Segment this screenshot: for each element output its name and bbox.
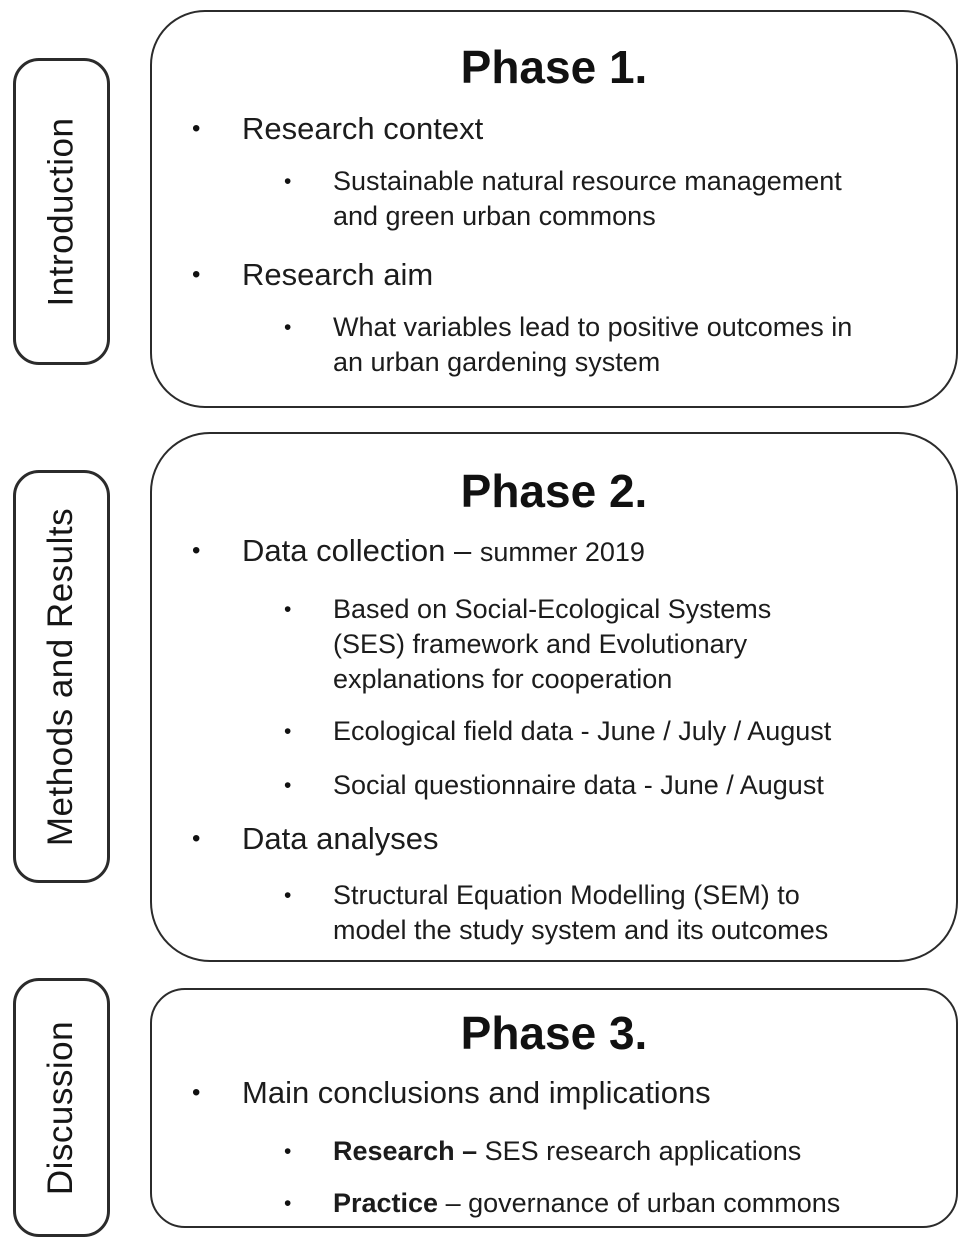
list-item-suffix: summer 2019 [479, 537, 645, 567]
phase-3-title: Phase 3. [460, 1007, 648, 1059]
bullet-icon: • [284, 1140, 292, 1163]
bullet-icon: • [192, 1079, 201, 1106]
list-item-text: What variables lead to positive outcomes… [333, 312, 853, 377]
side-label-introduction-text: Introduction [41, 117, 81, 306]
bullet-icon: • [192, 537, 201, 564]
list-item-text: Data analyses [242, 821, 439, 856]
bullet-icon: • [284, 720, 292, 743]
bullet-icon: • [192, 261, 201, 288]
side-label-methods-and-results-text: Methods and Results [41, 507, 81, 846]
phase-2-box: Phase 2. • Data collection – summer 2019… [150, 432, 958, 962]
list-item-rest: SES research applications [484, 1136, 802, 1166]
bullet-icon: • [284, 1192, 292, 1215]
list-item-text: Research aim [242, 257, 434, 292]
list-item-text: Data collection – summer 2019 [242, 532, 645, 571]
bullet-icon: • [192, 825, 201, 852]
bullet-icon: • [284, 774, 292, 797]
list-item-text: Research context [242, 111, 484, 146]
phase-1-box: Phase 1. • Research context • Sustainabl… [150, 10, 958, 408]
list-item-text: Structural Equation Modelling (SEM) to m… [333, 880, 829, 945]
bullet-icon: • [284, 170, 292, 193]
side-label-discussion-text: Discussion [41, 1020, 81, 1195]
bullet-icon: • [284, 316, 292, 339]
phase-1-title: Phase 1. [460, 41, 648, 93]
bullet-icon: • [192, 115, 201, 142]
list-item-text: Research – SES research applications [333, 1134, 801, 1169]
bullet-icon: • [284, 598, 292, 621]
list-item-text: Practice – governance of urban commons [333, 1186, 840, 1221]
list-item-text: Social questionnaire data - June / Augus… [333, 770, 824, 800]
list-item-lead: Data collection – [242, 533, 480, 568]
list-item-text: Main conclusions and implications [242, 1075, 711, 1110]
list-item-rest: – governance of urban commons [438, 1188, 841, 1218]
side-label-discussion: Discussion [13, 978, 110, 1237]
list-item-text: Based on Social-Ecological Systems (SES)… [333, 594, 772, 694]
side-label-methods-and-results: Methods and Results [13, 470, 110, 883]
bullet-icon: • [284, 884, 292, 907]
list-item-lead: Research – [333, 1136, 485, 1166]
phase-3-box: Phase 3. • Main conclusions and implicat… [150, 988, 958, 1228]
list-item-text: Ecological field data - June / July / Au… [333, 716, 832, 746]
side-label-introduction: Introduction [13, 58, 110, 365]
list-item-text: Sustainable natural resource management … [333, 166, 842, 231]
list-item-lead: Practice [333, 1188, 439, 1218]
phase-2-title: Phase 2. [460, 465, 648, 517]
